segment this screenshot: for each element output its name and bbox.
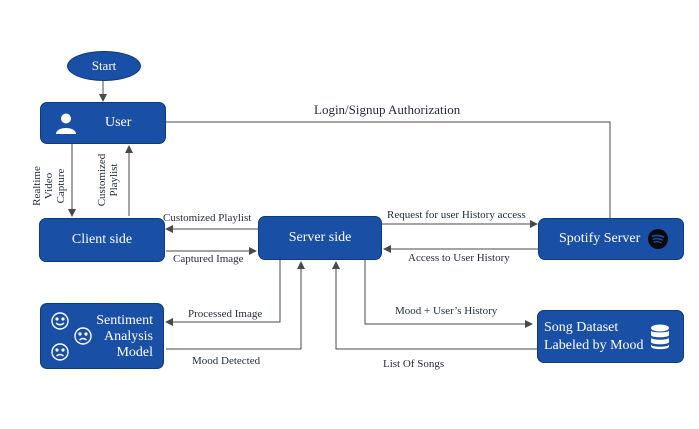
user-node: User <box>40 102 166 144</box>
realtime-line: Capture <box>55 168 67 204</box>
edge-label-mood-detected: Mood Detected <box>192 355 261 367</box>
client-label: Client side <box>71 232 133 247</box>
user-icon <box>56 113 76 134</box>
realtime-line: Video <box>43 172 55 200</box>
sentiment-label-line: Analysis <box>104 329 153 344</box>
edge-label-realtime-capture: Realtime Video Capture <box>31 151 67 221</box>
sentiment-label: Sentiment Analysis Model <box>96 313 153 361</box>
edge-mood-detected <box>166 261 305 350</box>
dataset-label-line: Labeled by Mood <box>544 337 644 353</box>
client-node: Client side <box>39 218 165 262</box>
sentiment-node: Sentiment Analysis Model <box>40 303 164 369</box>
customized-line: Playlist <box>108 163 120 197</box>
server-node: Server side <box>258 216 382 260</box>
spotify-node: Spotify Server <box>538 218 684 260</box>
realtime-line: Realtime <box>31 166 43 206</box>
dataset-label: Song Dataset Labeled by Mood <box>544 319 644 355</box>
dataset-label-line: Song Dataset <box>544 319 619 335</box>
emoji-faces-icon <box>51 312 92 361</box>
user-label: User <box>105 115 132 130</box>
edge-label-processed-image: Processed Image <box>188 308 263 320</box>
start-node: Start <box>67 51 141 81</box>
sentiment-label-line: Sentiment <box>96 313 153 328</box>
edge-login <box>165 121 614 229</box>
customized-line: Customized <box>96 153 108 207</box>
edge-label-customized-vertical: Customized Playlist <box>96 148 120 212</box>
server-label: Server side <box>288 230 352 245</box>
edge-label-login: Login/Signup Authorization <box>314 102 461 117</box>
sentiment-label-line: Model <box>116 345 153 360</box>
spotify-logo-icon <box>648 229 669 249</box>
start-label: Start <box>91 58 117 73</box>
edge-label-access-history: Access to User History <box>408 252 510 264</box>
dataset-node: Song Dataset Labeled by Mood <box>537 310 684 363</box>
database-icon <box>651 324 669 350</box>
edge-mood-history <box>364 260 533 328</box>
edge-label-mood-history: Mood + User’s History <box>395 305 498 317</box>
edge-label-list-songs: List Of Songs <box>383 358 445 370</box>
spotify-label: Spotify Server <box>559 231 641 246</box>
edge-processed-image <box>165 260 281 326</box>
edge-list-songs <box>332 261 537 350</box>
edge-label-customized-playlist: Customized Playlist <box>163 212 252 224</box>
edge-label-captured-image: Captured Image <box>173 253 244 265</box>
edge-label-request-history: Request for user History access <box>387 209 526 221</box>
